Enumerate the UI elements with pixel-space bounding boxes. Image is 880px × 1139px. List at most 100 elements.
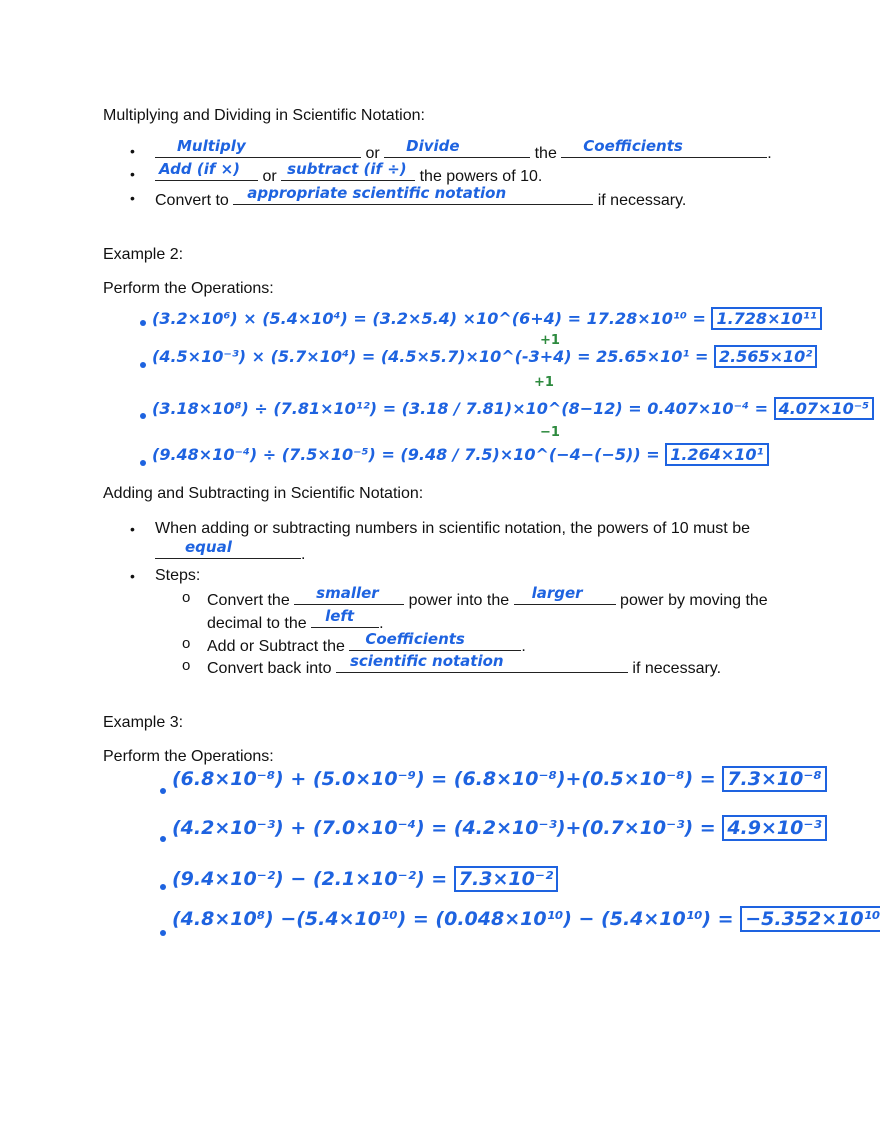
- carry-mark: +1: [534, 375, 554, 390]
- blank-equal: equal: [155, 538, 301, 559]
- blank-1b: Divide: [384, 137, 531, 158]
- work-expression: (4.2×10⁻³) + (7.0×10⁻⁴) = (4.2×10⁻³)+(0.…: [172, 817, 716, 839]
- work-expression: (4.5×10⁻³) × (5.7×10⁴) = (4.5×5.7)×10^(-…: [152, 347, 709, 366]
- ex3-work-3: (9.4×10⁻²) − (2.1×10⁻²) = 7.3×10⁻²: [172, 866, 559, 892]
- lead-text: decimal to the: [207, 615, 307, 632]
- ex2-work-4: (9.48×10⁻⁴) ÷ (7.5×10⁻⁵) = (9.48 / 7.5)×…: [152, 443, 769, 466]
- work-expression: (9.4×10⁻²) − (2.1×10⁻²) =: [172, 868, 448, 890]
- lead-text: Convert back into: [207, 660, 332, 677]
- bullet-dot: •: [130, 166, 135, 182]
- ex3-work-2: (4.2×10⁻³) + (7.0×10⁻⁴) = (4.2×10⁻³)+(0.…: [172, 815, 827, 841]
- ex2-work-3: (3.18×10⁸) ÷ (7.81×10¹²) = (3.18 / 7.81)…: [152, 397, 875, 420]
- work-bullet: [140, 362, 146, 368]
- step-1: Convert the smaller power into the large…: [207, 584, 768, 611]
- blank-larger: larger: [513, 584, 616, 605]
- fill-line-2: Add (if ×) or subtract (if ÷) the powers…: [155, 160, 543, 187]
- period: .: [767, 145, 772, 162]
- answer-larger: larger: [531, 584, 583, 602]
- section1-heading: Multiplying and Dividing in Scientific N…: [103, 107, 425, 124]
- blank-1a: Multiply: [155, 137, 361, 158]
- boxed-answer: 2.565×10²: [713, 345, 818, 368]
- fill-line-1: Multiply or Divide the Coefficients.: [155, 137, 772, 164]
- carry-mark: −1: [540, 425, 560, 440]
- word-or: or: [262, 168, 277, 185]
- ex3-work-1: (6.8×10⁻⁸) + (5.0×10⁻⁹) = (6.8×10⁻⁸)+(0.…: [172, 766, 827, 792]
- work-bullet: [140, 413, 146, 419]
- ex3-work-4: (4.8×10⁸) −(5.4×10¹⁰) = (0.048×10¹⁰) − (…: [172, 906, 880, 932]
- answer-divide: Divide: [406, 137, 460, 155]
- blank-2a: Add (if ×): [155, 160, 258, 181]
- ex2-work-1: (3.2×10⁶) × (5.4×10⁴) = (3.2×5.4) ×10^(6…: [152, 307, 822, 330]
- work-bullet: [140, 320, 146, 326]
- blank-smaller: smaller: [294, 584, 405, 605]
- carry-mark: +1: [540, 333, 560, 348]
- step-1-cont: decimal to the left.: [207, 607, 384, 634]
- fill-line-3: Convert to appropriate scientific notati…: [155, 184, 687, 211]
- mid-text: power into the: [408, 592, 510, 609]
- bullet1-text: When adding or subtracting numbers in sc…: [155, 520, 750, 537]
- boxed-answer: 1.264×10¹: [665, 443, 769, 466]
- boxed-answer: 4.07×10⁻⁵: [773, 397, 875, 420]
- answer-coefficients: Coefficients: [365, 630, 465, 648]
- boxed-answer: 1.728×10¹¹: [711, 307, 822, 330]
- work-bullet: [160, 884, 166, 890]
- section2-heading: Adding and Subtracting in Scientific Not…: [103, 485, 424, 502]
- work-expression: (9.48×10⁻⁴) ÷ (7.5×10⁻⁵) = (9.48 / 7.5)×…: [152, 445, 660, 464]
- lead-text: Add or Subtract the: [207, 638, 345, 655]
- blank-2b: subtract (if ÷): [281, 160, 416, 181]
- period: .: [301, 546, 306, 563]
- blank-coefficients: Coefficients: [349, 630, 522, 651]
- work-expression: (4.8×10⁸) −(5.4×10¹⁰) = (0.048×10¹⁰) − (…: [172, 908, 734, 930]
- bullet-dot: •: [130, 143, 135, 159]
- example3-heading: Example 3:: [103, 714, 184, 731]
- bullet-dot: •: [130, 568, 135, 584]
- blank-1c: Coefficients: [561, 137, 768, 158]
- tail-text: power by moving the: [620, 592, 768, 609]
- bullet-dot: •: [130, 190, 135, 206]
- tail-text: if necessary.: [597, 192, 687, 209]
- blank-scientific-notation: scientific notation: [335, 652, 628, 673]
- work-expression: (6.8×10⁻⁸) + (5.0×10⁻⁹) = (6.8×10⁻⁸)+(0.…: [172, 768, 716, 790]
- blank-left: left: [311, 607, 380, 628]
- bullet-dot: •: [130, 521, 135, 537]
- boxed-answer: 7.3×10⁻²: [453, 866, 559, 892]
- example3-prompt: Perform the Operations:: [103, 748, 274, 765]
- answer-coefficients: Coefficients: [583, 137, 683, 155]
- step-2: Add or Subtract the Coefficients.: [207, 630, 526, 657]
- boxed-answer: 4.9×10⁻³: [722, 815, 827, 841]
- work-bullet: [160, 788, 166, 794]
- answer-smaller: smaller: [316, 584, 379, 602]
- answer-add: Add (if ×): [159, 160, 241, 178]
- answer-left: left: [325, 607, 355, 625]
- lead-text: Convert the: [207, 592, 290, 609]
- ex2-work-2: (4.5×10⁻³) × (5.7×10⁴) = (4.5×5.7)×10^(-…: [152, 345, 818, 368]
- work-expression: (3.2×10⁶) × (5.4×10⁴) = (3.2×5.4) ×10^(6…: [152, 309, 706, 328]
- work-bullet: [160, 930, 166, 936]
- work-expression: (3.18×10⁸) ÷ (7.81×10¹²) = (3.18 / 7.81)…: [152, 399, 768, 418]
- step-3: Convert back into scientific notation if…: [207, 652, 722, 679]
- steps-label: Steps:: [155, 567, 201, 584]
- work-bullet: [160, 836, 166, 842]
- answer-subtract: subtract (if ÷): [287, 160, 407, 178]
- example2-heading: Example 2:: [103, 246, 184, 263]
- word-or: or: [365, 145, 380, 162]
- boxed-answer: −5.352×10¹⁰: [740, 906, 880, 932]
- period: .: [521, 638, 526, 655]
- answer-scientific-notation: scientific notation: [349, 652, 504, 670]
- period: .: [379, 615, 384, 632]
- tail-text: if necessary.: [632, 660, 722, 677]
- blank-3: appropriate scientific notation: [233, 184, 594, 205]
- word-the: the: [534, 145, 557, 162]
- lead-text: Convert to: [155, 192, 229, 209]
- sub-bullet-circle: o: [182, 657, 191, 674]
- answer-multiply: Multiply: [177, 137, 246, 155]
- boxed-answer: 7.3×10⁻⁸: [722, 766, 827, 792]
- tail-text: the powers of 10.: [419, 168, 543, 185]
- sub-bullet-circle: o: [182, 635, 191, 652]
- sub-bullet-circle: o: [182, 589, 191, 606]
- work-bullet: [140, 460, 146, 466]
- answer-equal: equal: [185, 538, 232, 556]
- fill-line-equal: equal.: [155, 538, 306, 565]
- example2-prompt: Perform the Operations:: [103, 280, 274, 297]
- answer-appropriate-notation: appropriate scientific notation: [247, 184, 507, 202]
